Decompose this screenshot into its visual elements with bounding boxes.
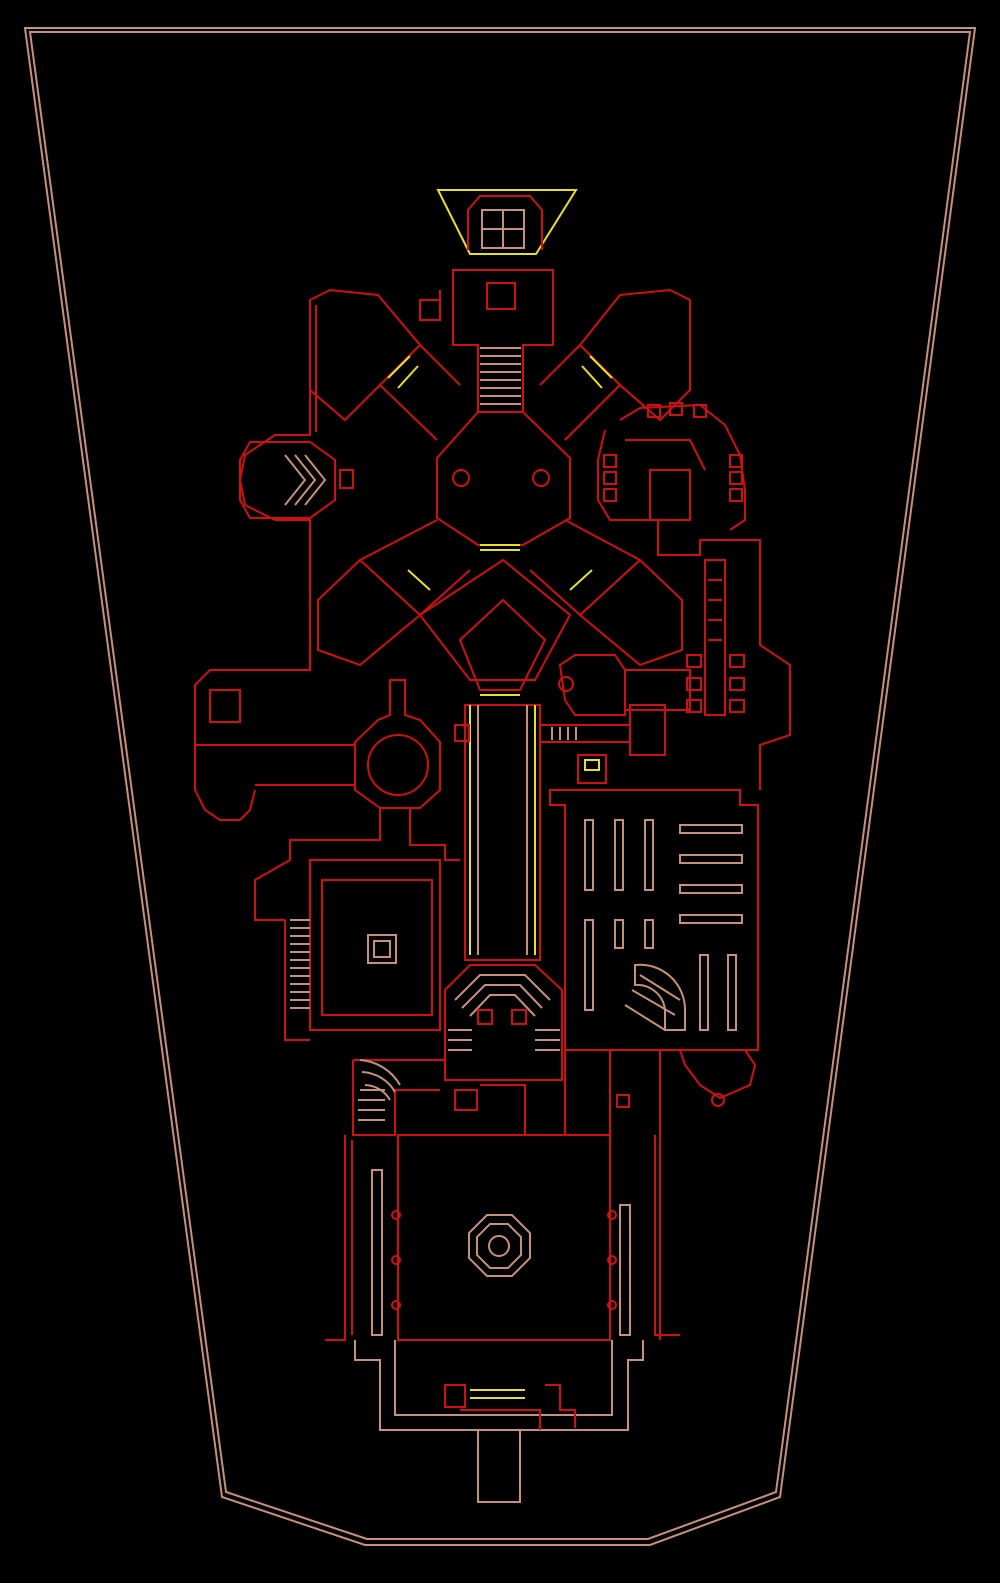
nw-wing xyxy=(309,288,461,441)
east-crescent-hall xyxy=(597,402,746,531)
east-small-rooms xyxy=(558,654,691,784)
sw-wing xyxy=(317,519,471,667)
lower-west-spiral xyxy=(358,1059,401,1121)
central-hub xyxy=(436,411,571,546)
wing-steps xyxy=(387,355,613,591)
side-aisles xyxy=(325,1135,680,1341)
west-mid-corridor xyxy=(254,808,460,921)
east-library xyxy=(549,789,759,1051)
west-pit-room xyxy=(284,859,441,1041)
central-corridor xyxy=(418,558,572,961)
east-corridor xyxy=(657,520,791,790)
east-connector xyxy=(454,724,631,743)
west-shell-room xyxy=(239,441,354,519)
upper-west-perimeter xyxy=(194,300,317,821)
south-exit xyxy=(354,1340,644,1503)
lower-connectors xyxy=(352,1049,757,1340)
ne-wing xyxy=(539,288,691,441)
outer-boundary xyxy=(23,27,977,1546)
central-stair-room xyxy=(444,964,563,1081)
north-entrance xyxy=(436,189,578,255)
north-stairs xyxy=(480,347,521,405)
north-hall xyxy=(419,269,554,413)
west-round-room xyxy=(195,679,441,809)
se-wing xyxy=(529,519,683,667)
southern-hall xyxy=(391,1134,617,1341)
